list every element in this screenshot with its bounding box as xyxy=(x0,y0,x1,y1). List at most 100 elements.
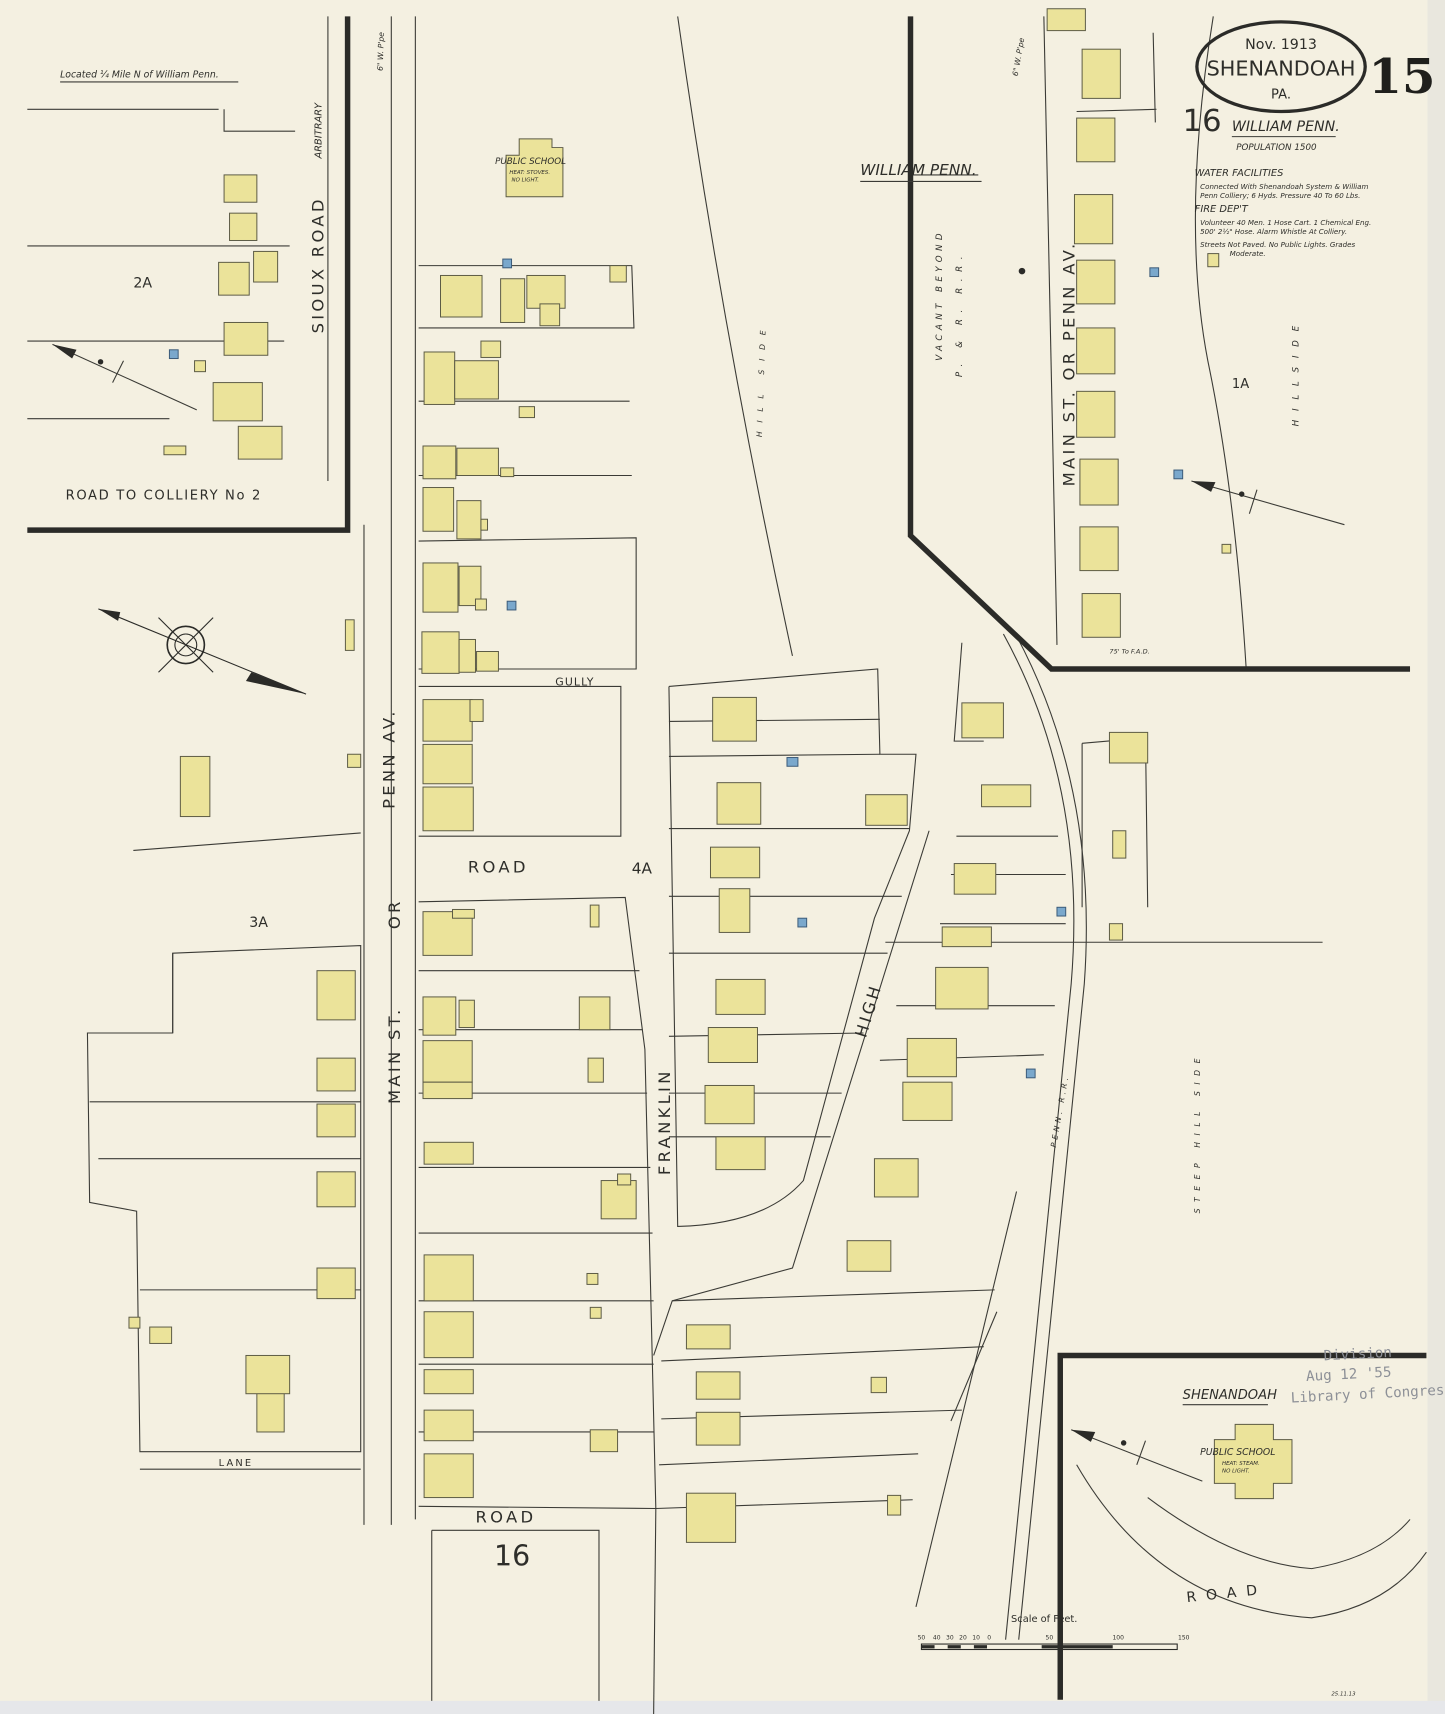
street-line xyxy=(418,265,635,329)
street-line xyxy=(223,109,296,132)
frame-dwelling xyxy=(422,562,459,613)
frame-dwelling xyxy=(476,651,499,672)
street-line xyxy=(431,1529,600,1701)
street-line xyxy=(418,685,622,837)
water-text-1: Connected With Shenandoah System & Willi… xyxy=(1200,182,1368,191)
main-st-label: MAIN ST. xyxy=(385,1007,404,1105)
frame-dwelling xyxy=(1112,830,1127,859)
frame-dwelling xyxy=(458,999,475,1029)
street-line xyxy=(1002,633,1075,1640)
frame-dwelling xyxy=(865,794,908,826)
frame-dwelling xyxy=(953,863,997,895)
frame-dwelling xyxy=(1076,327,1116,375)
wp-fire-ref: 75' To F.A.D. xyxy=(1109,648,1149,656)
frame-dwelling xyxy=(423,351,456,405)
frame-dwelling xyxy=(469,699,484,722)
title-city: SHENANDOAH xyxy=(1207,56,1356,80)
frame-dwelling xyxy=(422,786,474,832)
inset-william-penn-frame xyxy=(907,16,1411,672)
frame-dwelling xyxy=(526,274,566,309)
scale-tick-label: 0 xyxy=(987,1635,991,1642)
frame-dwelling xyxy=(1108,923,1124,941)
fire-heading: FIRE DEP'T xyxy=(1195,204,1249,215)
gully-label: GULLY xyxy=(555,675,594,688)
vacant-beyond-label: VACANT BEYOND xyxy=(935,229,945,361)
road-lower-label: ROAD xyxy=(475,1508,536,1527)
street-line xyxy=(672,1289,995,1302)
frame-dwelling xyxy=(316,1267,356,1300)
sheet-number: 15 xyxy=(1368,49,1435,105)
frame-dwelling xyxy=(423,1453,474,1499)
street-line xyxy=(1194,16,1247,667)
frame-dwelling xyxy=(1079,526,1119,572)
frame-dwelling xyxy=(421,631,460,674)
frame-dwelling xyxy=(1046,8,1086,32)
frame-dwelling xyxy=(707,1027,758,1063)
steep-hill-side-label: STEEP HILL SIDE xyxy=(1193,1052,1202,1213)
street-line xyxy=(668,1032,864,1037)
street-line xyxy=(418,896,657,1510)
compass-rose-icon xyxy=(98,608,307,695)
frame-dwelling xyxy=(480,340,502,358)
frame-dwelling xyxy=(422,445,457,480)
frame-dwelling xyxy=(456,447,499,476)
frame-dwelling xyxy=(223,321,269,356)
frame-dwelling xyxy=(600,1180,637,1220)
scale-tick-label: 50 xyxy=(918,1635,926,1642)
frame-dwelling xyxy=(452,908,475,919)
frame-dwelling xyxy=(935,966,989,1010)
street-line xyxy=(1076,32,1157,123)
frame-dwelling xyxy=(316,1171,356,1208)
scale-tick-label: 150 xyxy=(1178,1635,1190,1642)
scale-tick-label: 50 xyxy=(1045,1635,1053,1642)
frame-dwelling xyxy=(149,1326,173,1344)
frame-dwelling xyxy=(422,1040,473,1083)
frame-dwelling xyxy=(715,978,766,1015)
frame-dwelling xyxy=(1108,731,1149,764)
stamp-line-2: Aug 12 '55 xyxy=(1306,1365,1392,1385)
inset-shenandoah-label: SHENANDOAH xyxy=(1183,1388,1277,1403)
frame-dwelling xyxy=(316,970,356,1021)
street-line xyxy=(915,1191,1018,1608)
sioux-road-label: SIOUX ROAD xyxy=(309,196,328,333)
frame-dwelling xyxy=(422,699,473,742)
frame-dwelling xyxy=(423,1311,474,1359)
street-line xyxy=(668,753,880,757)
frame-dwelling xyxy=(981,784,1032,808)
frame-dwelling xyxy=(906,1037,957,1078)
frame-dwelling xyxy=(128,1316,141,1329)
frame-dwelling xyxy=(941,926,992,948)
brick-building xyxy=(797,917,808,928)
frame-dwelling xyxy=(617,1173,632,1186)
surveyor-initials: 25.11.13 xyxy=(1331,1691,1356,1697)
frame-dwelling xyxy=(1076,117,1116,163)
frame-dwelling xyxy=(846,1240,892,1272)
title-block: Nov. 1913 SHENANDOAH PA. 15 xyxy=(1195,20,1435,114)
frame-dwelling xyxy=(609,265,627,283)
frame-dwelling xyxy=(685,1324,731,1350)
frame-dwelling xyxy=(458,565,482,607)
frame-dwelling xyxy=(1073,194,1114,245)
main-sheet-ref: 16 xyxy=(494,1539,530,1572)
frame-dwelling xyxy=(253,250,279,283)
frame-dwelling xyxy=(344,619,355,651)
school-label: PUBLIC SCHOOL xyxy=(495,157,566,167)
hill-side-label: HILL SIDE xyxy=(755,322,768,438)
frame-dwelling xyxy=(1076,390,1116,438)
shenandoah-school-label: PUBLIC SCHOOL xyxy=(1200,1447,1275,1458)
frame-dwelling xyxy=(578,996,611,1031)
frame-dwelling xyxy=(1081,48,1121,99)
north-arrow-icon xyxy=(52,343,197,411)
frame-dwelling xyxy=(212,382,263,422)
street-line xyxy=(659,1453,919,1466)
frame-dwelling xyxy=(887,1494,902,1516)
street-line xyxy=(668,718,880,723)
scale-tick-label: 10 xyxy=(972,1635,980,1642)
lane-label: LANE xyxy=(219,1458,254,1469)
frame-dwelling xyxy=(500,278,526,323)
frame-dwelling xyxy=(500,467,515,478)
main-water-pipe: 6" W. P'pe xyxy=(376,32,386,71)
frame-dwelling xyxy=(715,1136,766,1171)
locality-name: WILLIAM PENN. xyxy=(1232,119,1340,135)
